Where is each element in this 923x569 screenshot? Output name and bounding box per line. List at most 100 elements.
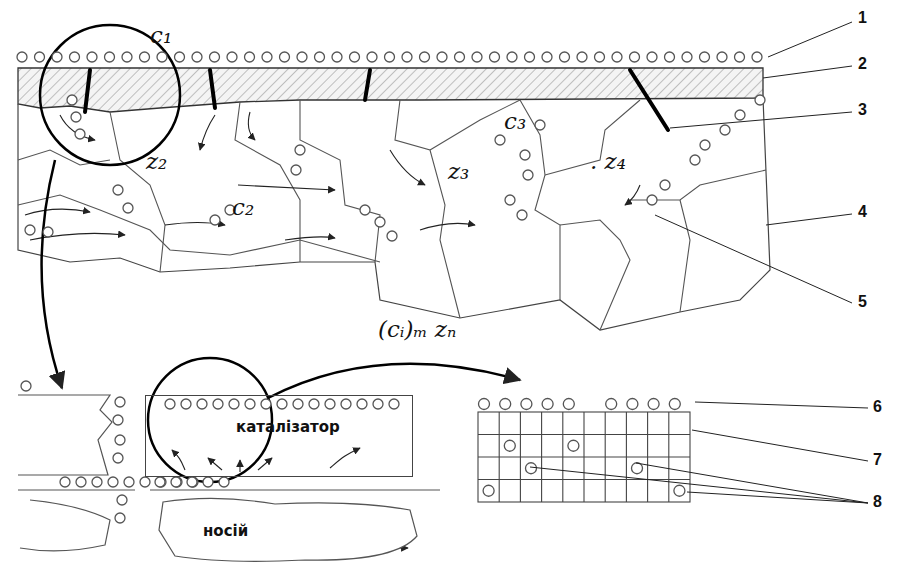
particle xyxy=(203,477,213,487)
particle xyxy=(483,485,494,496)
particle xyxy=(25,225,35,235)
zone-symbol: z₂ xyxy=(146,150,167,173)
particle xyxy=(389,399,399,409)
particle xyxy=(35,52,45,62)
particle xyxy=(297,52,307,62)
flow-arrow xyxy=(330,448,360,468)
support-fragment xyxy=(20,500,110,551)
particle xyxy=(70,52,80,62)
particle xyxy=(280,52,290,62)
particle xyxy=(21,381,31,391)
particle xyxy=(122,52,132,62)
particle xyxy=(124,477,134,487)
callout-number: 2 xyxy=(858,56,867,72)
particle xyxy=(595,52,605,62)
zoom-arrow xyxy=(42,160,62,388)
particle xyxy=(385,52,395,62)
particle xyxy=(245,52,255,62)
particle xyxy=(87,52,97,62)
particle xyxy=(665,52,675,62)
particle xyxy=(630,52,640,62)
particle xyxy=(520,150,530,160)
particle xyxy=(115,435,125,445)
node-label: носій xyxy=(203,522,248,540)
particle xyxy=(720,125,730,135)
particle xyxy=(43,227,53,237)
particle xyxy=(632,463,643,474)
particle xyxy=(245,399,255,409)
particle xyxy=(261,399,271,409)
particle xyxy=(568,440,579,451)
particle xyxy=(113,453,123,463)
particle xyxy=(175,52,185,62)
particle xyxy=(210,52,220,62)
particle xyxy=(507,52,517,62)
particle xyxy=(500,399,511,410)
particle xyxy=(188,477,198,487)
zoom-arrow xyxy=(268,364,520,398)
particle xyxy=(295,145,305,155)
particle xyxy=(293,399,303,409)
callout-number: 3 xyxy=(858,102,867,118)
particle xyxy=(171,477,181,487)
lattice-grid xyxy=(478,412,690,502)
particle xyxy=(140,477,150,487)
particle xyxy=(735,52,745,62)
leader-line xyxy=(530,22,868,503)
particle xyxy=(606,399,617,410)
particle xyxy=(115,397,125,407)
catalyst-slab: каталізатор xyxy=(145,395,413,477)
particle xyxy=(192,52,202,62)
particle xyxy=(504,440,515,451)
particle xyxy=(495,135,505,145)
particle xyxy=(660,180,670,190)
support-grain: носій xyxy=(155,496,420,566)
particle xyxy=(402,52,412,62)
flow-arrow xyxy=(172,450,185,470)
particle xyxy=(472,52,482,62)
particle xyxy=(67,95,77,105)
catalyst-fragment xyxy=(18,395,112,475)
particle xyxy=(213,399,223,409)
particle xyxy=(341,399,351,409)
particle xyxy=(181,399,191,409)
particle xyxy=(17,52,27,62)
particle xyxy=(105,52,115,62)
particle xyxy=(71,112,81,122)
particle xyxy=(92,477,102,487)
concentration-symbol: c₁ xyxy=(150,24,172,47)
particle xyxy=(75,129,85,139)
lattice-line xyxy=(478,434,690,435)
particle xyxy=(521,399,532,410)
lattice-outline xyxy=(478,412,690,502)
particle xyxy=(219,477,229,487)
particle xyxy=(420,52,430,62)
particle xyxy=(123,203,133,213)
particle xyxy=(669,399,680,410)
particle xyxy=(325,399,335,409)
particle xyxy=(517,210,527,220)
particle xyxy=(755,95,765,105)
particle xyxy=(647,52,657,62)
callout-number: 4 xyxy=(858,204,867,220)
particle xyxy=(350,52,360,62)
particle xyxy=(309,399,319,409)
zone-symbol: z₃ xyxy=(448,160,469,183)
particle xyxy=(262,52,272,62)
particle xyxy=(113,185,123,195)
particle xyxy=(113,415,123,425)
particle xyxy=(523,170,533,180)
particle xyxy=(505,195,515,205)
particle xyxy=(563,399,574,410)
flow-arrow xyxy=(25,112,640,240)
particle xyxy=(647,195,657,205)
crack xyxy=(85,70,668,130)
particle xyxy=(115,513,125,523)
particle xyxy=(52,52,62,62)
particle xyxy=(735,110,745,120)
particle xyxy=(357,399,367,409)
particle xyxy=(117,495,127,505)
support-surface xyxy=(18,489,440,490)
